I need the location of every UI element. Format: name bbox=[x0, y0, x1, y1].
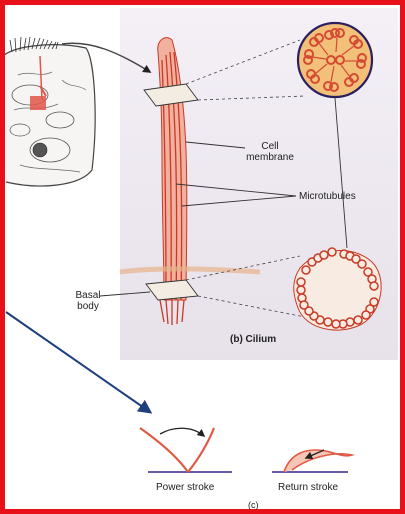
cell-surface bbox=[119, 266, 261, 275]
power-stroke-label: Power stroke bbox=[156, 482, 215, 493]
cell-membrane-label: Cell membrane bbox=[240, 141, 300, 163]
return-stroke-diagram bbox=[272, 449, 355, 473]
basal-body-label: Basal body bbox=[70, 290, 106, 312]
cross-section-link bbox=[334, 97, 348, 249]
panel-c-label: (c) bbox=[248, 500, 259, 510]
microtubules-label: Microtubules bbox=[299, 191, 356, 202]
pointer-arrow-cell bbox=[61, 42, 152, 73]
dashed-guides bbox=[185, 39, 311, 319]
basal-body-cross-section bbox=[293, 247, 382, 331]
power-stroke-diagram bbox=[139, 427, 232, 473]
cell-membrane-line2: membrane bbox=[246, 152, 294, 163]
axoneme-cross-section-upper bbox=[296, 21, 374, 99]
cell-illustration bbox=[3, 36, 96, 187]
basal-body-line2: body bbox=[77, 301, 99, 312]
cell-membrane-line1: Cell bbox=[261, 141, 279, 152]
basal-body-line1: Basal bbox=[75, 290, 101, 301]
return-stroke-label: Return stroke bbox=[278, 482, 339, 493]
cilium-caption: (b) Cilium bbox=[230, 334, 277, 345]
pointer-arrow-to-panel-c bbox=[5, 311, 153, 414]
label-leaders bbox=[99, 141, 297, 297]
